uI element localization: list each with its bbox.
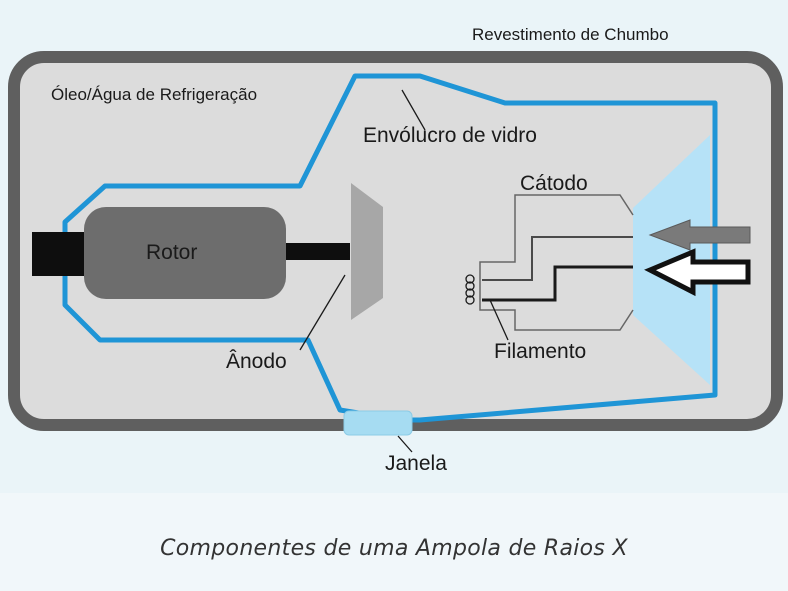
rotor-shaft bbox=[286, 243, 350, 260]
filament-leader bbox=[489, 299, 509, 341]
cathode-label: Cátodo bbox=[520, 172, 588, 195]
filament-coil bbox=[465, 274, 475, 305]
coolant-label: Óleo/Água de Refrigeração bbox=[51, 85, 258, 104]
cathode-lead-thin bbox=[482, 236, 633, 281]
glass-envelope-label: Envólucro de vidro bbox=[363, 124, 537, 147]
window bbox=[343, 410, 413, 436]
figure-caption: Componentes de uma Ampola de Raios X bbox=[160, 536, 628, 561]
caption-background bbox=[0, 493, 788, 591]
current-arrow-upper bbox=[648, 219, 751, 251]
window-label: Janela bbox=[385, 452, 447, 475]
filament-label: Filamento bbox=[494, 340, 587, 363]
cathode-lead-thick bbox=[482, 265, 633, 302]
glass-envelope-leader bbox=[401, 89, 426, 131]
rotor-stub bbox=[32, 232, 90, 276]
anode bbox=[351, 183, 383, 320]
lead-shield-label: Revestimento de Chumbo bbox=[472, 25, 669, 44]
anode-label: Ânodo bbox=[226, 350, 287, 373]
window-leader bbox=[397, 435, 413, 453]
current-arrow-lower bbox=[644, 248, 751, 297]
rotor bbox=[84, 207, 286, 299]
anode-leader bbox=[299, 274, 346, 351]
glass-envelope bbox=[62, 73, 718, 423]
xray-tube-diagram bbox=[8, 51, 783, 453]
cathode-cup bbox=[479, 194, 634, 331]
rotor-label: Rotor bbox=[146, 241, 198, 264]
